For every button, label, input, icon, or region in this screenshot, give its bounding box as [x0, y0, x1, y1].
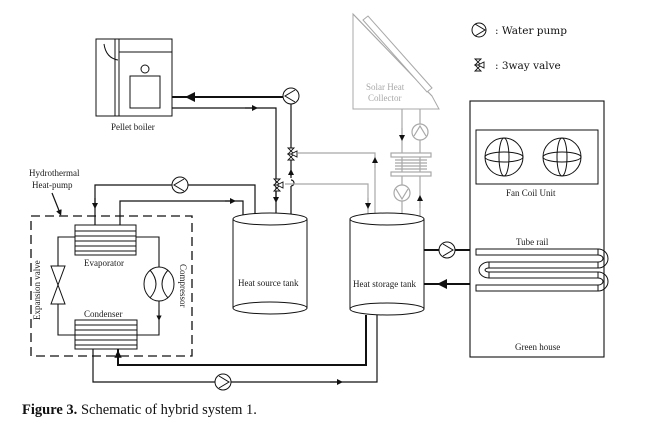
fan-coil-unit	[475, 129, 599, 185]
fan-coil-unit-label: Fan Coil Unit	[506, 188, 556, 198]
heat-pump-label-2: Heat-pump	[32, 180, 73, 190]
pellet-boiler	[95, 38, 173, 117]
legend-water-pump-icon	[471, 22, 487, 38]
compressor-label: Compressor	[178, 264, 188, 308]
tube-rail	[475, 248, 609, 292]
three-way-valve-icon	[287, 147, 298, 161]
legend-water-pump-label: : Water pump	[495, 25, 567, 37]
boiler-pipes	[172, 92, 295, 216]
solar-collector-label-2: Collector	[368, 93, 402, 103]
heat-source-tank-label: Heat source tank	[238, 278, 299, 288]
heat-source-tank	[232, 212, 308, 315]
green-house-label: Green house	[515, 342, 560, 352]
greenhouse-water-pump-icon	[438, 241, 456, 259]
heat-pump-boundary	[30, 215, 193, 357]
figure-caption-number: Figure 3.	[22, 402, 78, 418]
solar-collector-label-1: Solar Heat	[366, 82, 405, 92]
evaporator	[74, 224, 137, 256]
tube-rail-label: Tube rail	[516, 237, 549, 247]
solar-heat-collector	[352, 12, 440, 110]
condenser-label: Condenser	[84, 309, 123, 319]
evaporator-label: Evaporator	[84, 258, 124, 268]
expansion-valve-icon	[50, 265, 66, 305]
green-house	[469, 100, 605, 358]
condenser-water-pump-icon	[214, 373, 232, 391]
heat-pump-label-1: Hydrothermal	[29, 168, 80, 178]
three-way-valve-icon	[273, 178, 284, 192]
solar-loop-pipes	[285, 109, 432, 216]
figure-caption-text: Schematic of hybrid system 1.	[77, 402, 257, 418]
boiler-water-pump-icon	[282, 87, 300, 105]
heat-pump-pointer	[51, 192, 62, 216]
legend-three-way-valve-icon	[474, 58, 485, 72]
pellet-boiler-label: Pellet boiler	[111, 122, 155, 132]
expansion-valve-label: Expansion valve	[32, 260, 42, 320]
condenser	[74, 319, 138, 350]
evaporator-water-pump-icon	[171, 176, 189, 194]
heat-storage-tank	[349, 212, 425, 316]
figure-caption: Figure 3. Schematic of hybrid system 1.	[22, 402, 257, 419]
compressor-icon	[143, 266, 175, 302]
legend: : Water pump : 3way valve	[471, 22, 567, 72]
legend-three-way-valve-label: : 3way valve	[495, 60, 561, 72]
condenser-pipes	[92, 315, 378, 385]
refrigerant-loop	[57, 236, 162, 336]
heat-storage-tank-label: Heat storage tank	[353, 279, 416, 289]
